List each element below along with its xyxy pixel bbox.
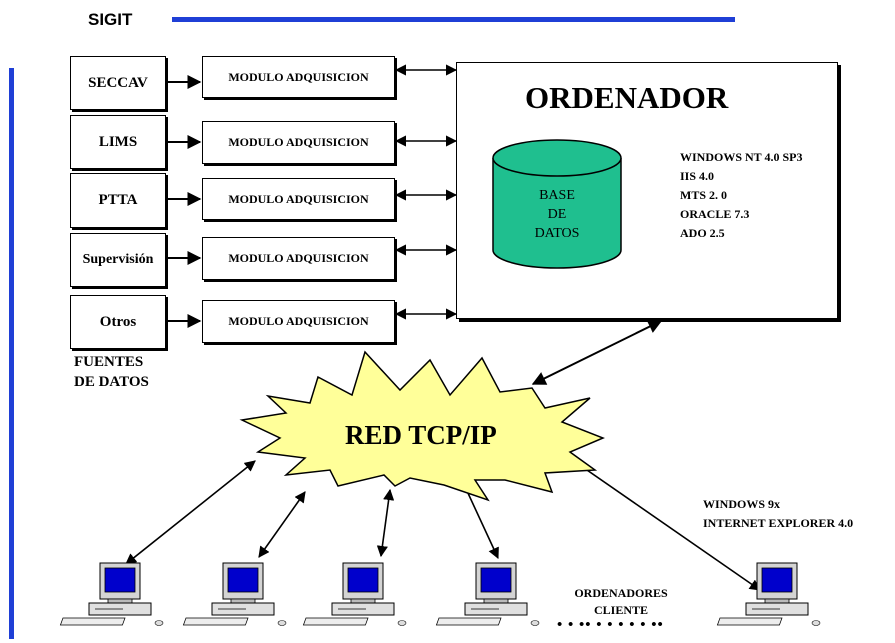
client-software-item: INTERNET EXPLORER 4.0	[703, 516, 854, 530]
module-box-2: MODULO ADQUISICION	[202, 121, 395, 164]
module-box-5: MODULO ADQUISICION	[202, 300, 395, 343]
clients-dots: • • •• • • • • • ••	[557, 617, 664, 633]
computer-icon	[302, 562, 407, 626]
source-otros-box: Otros	[70, 295, 166, 349]
diagram-title: SIGIT	[88, 10, 133, 29]
computer-icon	[59, 562, 164, 626]
title-underline	[172, 17, 735, 22]
clients-caption: ORDENADORES CLIENTE	[566, 585, 676, 619]
client-software-list: WINDOWS 9x INTERNET EXPLORER 4.0	[703, 495, 853, 533]
database-label-line-1: BASE	[539, 188, 575, 203]
arrow-network-client-2	[258, 491, 306, 558]
sources-caption-line-1: FUENTES	[74, 354, 144, 370]
module-box-4: MODULO ADQUISICION	[202, 237, 395, 280]
network-label: RED TCP/IP	[345, 420, 497, 450]
server-software-list: WINDOWS NT 4.0 SP3 IIS 4.0 MTS 2. 0 ORAC…	[680, 148, 802, 243]
module-box-3: MODULO ADQUISICION	[202, 178, 395, 220]
server-title: ORDENADOR	[525, 80, 729, 115]
client-software-item: WINDOWS 9x	[703, 497, 781, 511]
source-lims-box: LIMS	[70, 115, 166, 169]
source-seccav-box: SECCAV	[70, 56, 166, 110]
database-label: BASE DE DATOS	[493, 186, 621, 243]
database-label-line-2: DE	[547, 207, 567, 222]
computer-icon	[435, 562, 540, 626]
arrow-network-client-1	[125, 460, 256, 565]
clients-caption-line-1: ORDENADORES	[574, 586, 668, 600]
module-box-1: MODULO ADQUISICION	[202, 56, 395, 98]
software-item: WINDOWS NT 4.0 SP3	[680, 150, 803, 164]
database-label-line-3: DATOS	[534, 226, 580, 241]
software-item: MTS 2. 0	[680, 188, 728, 202]
sources-caption-line-2: DE DATOS	[74, 374, 149, 390]
arrow-network-client-3	[376, 488, 395, 558]
source-ptta-box: PTTA	[70, 173, 166, 228]
clients-caption-line-2: CLIENTE	[593, 603, 649, 617]
computer-icon	[182, 562, 287, 626]
software-item: IIS 4.0	[680, 169, 715, 183]
left-margin-line	[9, 68, 14, 639]
software-item: ORACLE 7.3	[680, 207, 750, 221]
sources-caption: FUENTES DE DATOS	[74, 352, 149, 392]
computer-icon	[716, 562, 821, 626]
arrow-server-network	[531, 320, 663, 385]
source-supervision-box: Supervisión	[70, 233, 166, 287]
software-item: ADO 2.5	[680, 226, 725, 240]
